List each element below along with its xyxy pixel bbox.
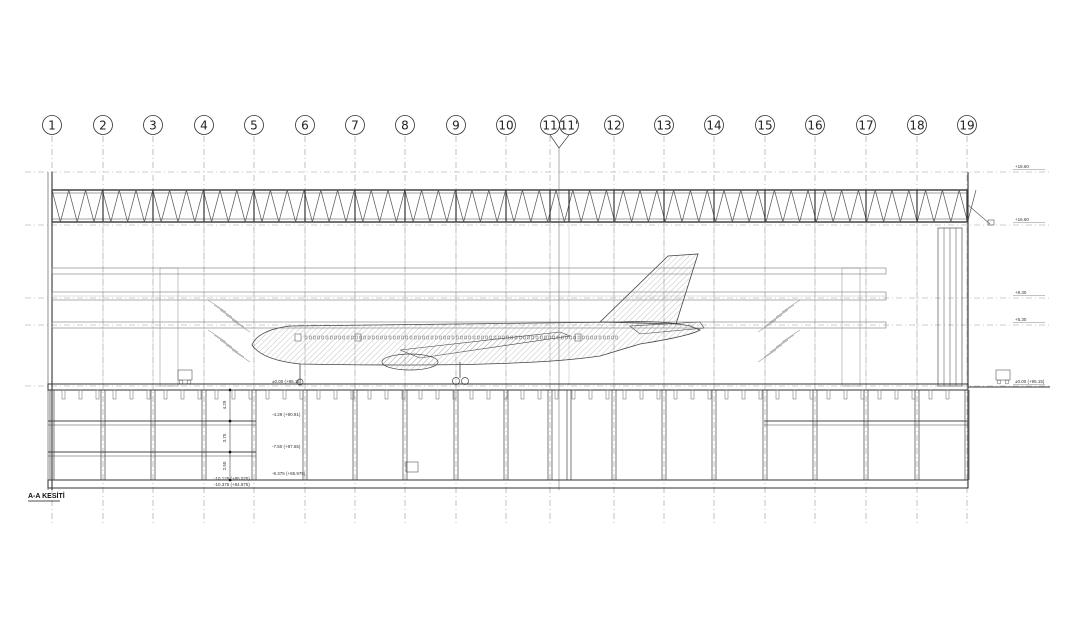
grid-axis-7: 7 [345, 115, 365, 525]
roof-truss [51, 189, 977, 386]
elevation-tag: -4.29 (+90.91) [272, 412, 301, 417]
grid-label: 5 [250, 119, 258, 133]
grid-label: 13 [656, 119, 671, 133]
grid-label: 10 [498, 119, 513, 133]
grid-axis-9: 9 [446, 115, 466, 525]
elevation-tag: ±0.00 (+95.15) [272, 379, 302, 384]
grid-label: 2 [99, 119, 107, 133]
grid-axis-5: 5 [244, 115, 264, 525]
grid-bubble [654, 115, 674, 135]
grid-bubble [957, 115, 977, 135]
hangar-walls [47, 172, 995, 490]
vertical-dimensions: 4.29 3.75 2.50 [222, 388, 232, 482]
grid-label: 4 [200, 119, 208, 133]
grid-label: 19 [959, 119, 974, 133]
dimension-label: 4.29 [222, 400, 227, 409]
level-tags-right: +18.60 +16.60 +8.30 +5.30 ±0.00 (+95.15) [1013, 164, 1045, 385]
grid-axis-12: 12 [604, 115, 624, 525]
grid-label: 7 [351, 119, 359, 133]
grid-bubble [805, 115, 825, 135]
level-tags-inner: ±0.00 (+95.15) -4.29 (+90.91) -7.50 (+87.6… [214, 379, 306, 487]
basement-structure [47, 383, 1050, 489]
grid-bubble [856, 115, 876, 135]
grid-bubble [446, 115, 466, 135]
grid-label: 6 [301, 119, 309, 133]
grid-bubble [604, 115, 624, 135]
grid-label: 1 [48, 119, 56, 133]
elevation-tag: -9.375 (+85.975) [272, 471, 306, 476]
grid-bubble [704, 115, 724, 135]
grid-label: 18 [909, 119, 924, 133]
grid-label: 12 [606, 119, 621, 133]
grid-label: 3 [149, 119, 157, 133]
level-tag: ±0.00 (+95.15) [1015, 379, 1045, 384]
service-vehicles [177, 369, 1011, 473]
elevation-tag: -10.125 (+85.025) [214, 476, 250, 481]
grid-label: 16 [807, 119, 822, 133]
grid-bubble [143, 115, 163, 135]
level-tag: +16.60 [1015, 217, 1029, 222]
grid-label: 17 [858, 119, 873, 133]
aircraft [251, 253, 705, 386]
grid-label: 8 [401, 119, 409, 133]
grid-axis-10: 10 [496, 115, 516, 525]
grid-axis-2: 2 [93, 115, 113, 525]
grid-axis-1: 1 [42, 115, 62, 525]
grid-axis-6: 6 [295, 115, 315, 525]
grid-axis-15: 15 [755, 115, 775, 525]
grid-label: 9 [452, 119, 460, 133]
access-stairs [207, 299, 801, 363]
level-tag: +5.30 [1015, 317, 1027, 322]
grid-bubble [559, 115, 579, 135]
grid-label: 15 [757, 119, 772, 133]
grid-bubble [194, 115, 214, 135]
grid-bubble [345, 115, 365, 135]
grid-bubble [244, 115, 264, 135]
grid-bubble [496, 115, 516, 135]
grid-bubble [295, 115, 315, 135]
grid-axis-11': 11' [559, 115, 579, 135]
grid-bubble [907, 115, 927, 135]
grid-axis-3: 3 [143, 115, 163, 525]
grid-axis-17: 17 [856, 115, 876, 525]
elevation-tag: -7.50 (+87.65) [272, 444, 301, 449]
grid-axis-4: 4 [194, 115, 214, 525]
elevation-tag: -10.375 (+84.975) [214, 482, 250, 487]
dimension-label: 2.50 [222, 461, 227, 470]
grid-axis-11: 11 [540, 115, 560, 525]
grid-axis-16: 16 [805, 115, 825, 525]
grid-label: 11' [560, 119, 579, 133]
grid-axis-19: 19 [957, 115, 977, 525]
grid-axis-13: 13 [654, 115, 674, 525]
grid-label: 11 [542, 119, 557, 133]
grid-label: 14 [706, 119, 721, 133]
grid-bubble [755, 115, 775, 135]
drawing-title: A-A KESİTİ [28, 492, 65, 500]
grid-bubble [93, 115, 113, 135]
grid-axis-18: 18 [907, 115, 927, 525]
level-tag: +18.60 [1015, 164, 1029, 169]
grid-axis-8: 8 [395, 115, 415, 525]
dimension-label: 3.75 [222, 433, 227, 442]
grid-axis-14: 14 [704, 115, 724, 525]
level-tag: +8.30 [1015, 290, 1027, 295]
grid-bubble [42, 115, 62, 135]
grid-bubble [395, 115, 415, 135]
